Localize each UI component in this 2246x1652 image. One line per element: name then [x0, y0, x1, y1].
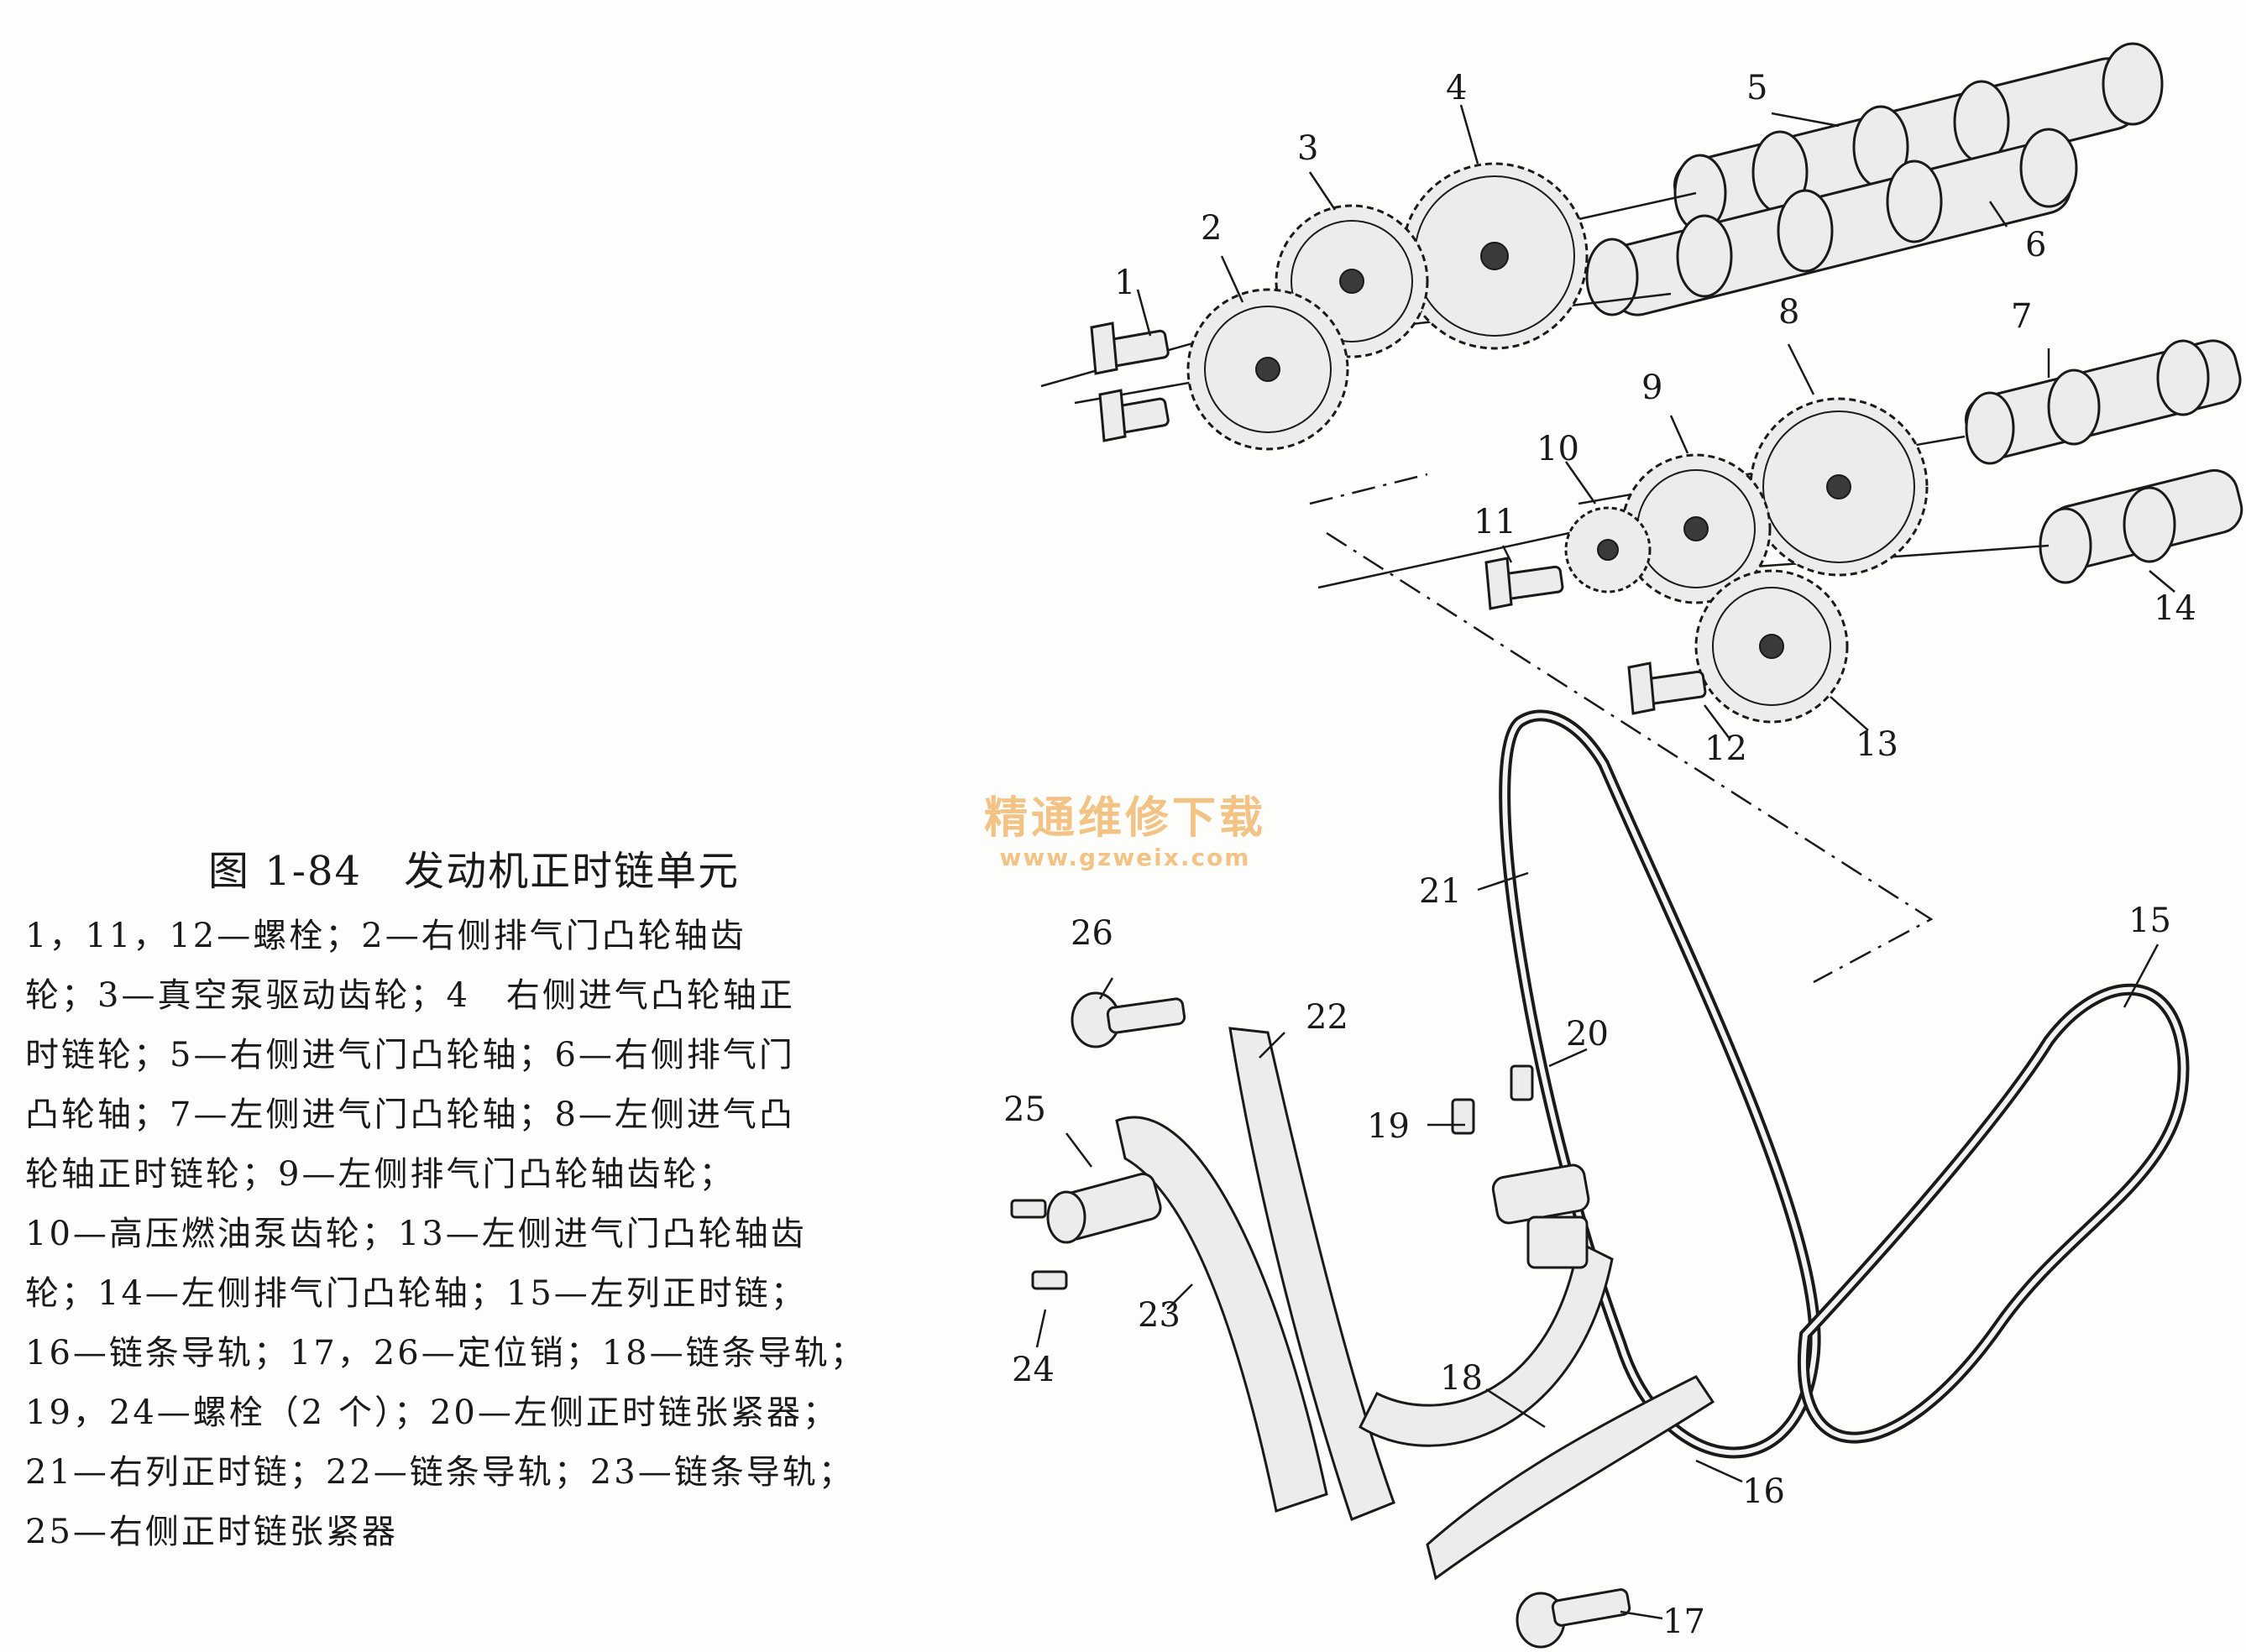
- callout-14: 14: [2154, 589, 2196, 628]
- bolt-11: [1484, 557, 1564, 610]
- callout-3: 3: [1297, 129, 1318, 168]
- camshaft-right-exhaust: [1585, 128, 2078, 316]
- legend-line: 轮；3—真空泵驱动齿轮；4 右侧进气凸轮轴正: [25, 976, 795, 1015]
- callout-18: 18: [1440, 1359, 1483, 1398]
- legend-line: 轮；14—左侧排气门凸轮轴；15—左列正时链；: [25, 1274, 807, 1313]
- section-divider: [1309, 473, 1934, 984]
- callout-24: 24: [1012, 1351, 1055, 1389]
- callout-4: 4: [1446, 69, 1467, 107]
- bolt-19-20: [1451, 1064, 1534, 1135]
- timing-chain-15: [1798, 983, 2190, 1444]
- callout-19: 19: [1367, 1107, 1410, 1146]
- callout-7: 7: [2011, 297, 2032, 336]
- bolt-24: [1010, 1199, 1068, 1290]
- leader-line: [1035, 104, 2175, 1620]
- callout-21: 21: [1419, 872, 1462, 911]
- legend-line: 轮轴正时链轮；9—左侧排气门凸轮轴齿轮；: [25, 1155, 736, 1194]
- callout-20: 20: [1566, 1015, 1609, 1053]
- legend-line: 凸轮轴；7—左侧进气门凸轮轴；8—左侧进气凸: [25, 1095, 795, 1134]
- sprocket-4: [1400, 162, 1589, 350]
- callout-2: 2: [1201, 209, 1222, 248]
- callout-8: 8: [1778, 293, 1799, 332]
- callout-5: 5: [1746, 69, 1767, 107]
- callout-11: 11: [1474, 503, 1516, 541]
- dowel-pin-26: [1071, 991, 1186, 1048]
- chain-guide-23: [1115, 1116, 1328, 1513]
- bolt-1b: [1098, 389, 1170, 442]
- callout-17: 17: [1662, 1602, 1705, 1641]
- callout-6: 6: [2025, 226, 2046, 264]
- camshaft-left-intake: [1965, 339, 2242, 465]
- callout-13: 13: [1856, 725, 1898, 764]
- camshaft-left-exhaust: [2039, 468, 2243, 584]
- legend-line: 10—高压燃油泵齿轮；13—左侧进气门凸轮轴齿: [25, 1215, 807, 1253]
- callout-26: 26: [1071, 914, 1113, 953]
- watermark-text: 精通维修下载: [983, 792, 1266, 844]
- chain-guide-22: [1228, 1027, 1395, 1521]
- chain-guide-16: [1426, 1375, 1715, 1581]
- chain-guide-18: [1359, 1240, 1614, 1447]
- bolt-1: [1090, 322, 1170, 375]
- tensioner-20: [1491, 1163, 1590, 1269]
- figure-title: 图 1-84 发动机正时链单元: [208, 848, 741, 895]
- camshaft-right-intake: [1673, 42, 2164, 233]
- dowel-pin-17: [1516, 1588, 1631, 1649]
- callout-23: 23: [1138, 1296, 1181, 1335]
- bolt-12: [1627, 661, 1707, 715]
- figure-legend: 1，11，12—螺栓；2—右侧排气门凸轮轴齿 轮；3—真空泵驱动齿轮；4 右侧进…: [25, 907, 949, 1562]
- timing-chain-21: [1499, 709, 1821, 1459]
- callout-1: 1: [1114, 264, 1135, 302]
- callout-16: 16: [1742, 1472, 1785, 1511]
- sprocket-8: [1749, 397, 1929, 577]
- callout-10: 10: [1537, 430, 1579, 468]
- callout-12: 12: [1704, 729, 1747, 768]
- legend-line: 时链轮；5—右侧进气门凸轮轴；6—右侧排气门: [25, 1036, 795, 1074]
- legend-line: 16—链条导轨；17，26—定位销；18—链条导轨；: [25, 1334, 866, 1372]
- callout-22: 22: [1306, 998, 1348, 1037]
- sprocket-2: [1186, 288, 1349, 451]
- sprocket-13: [1694, 569, 1849, 724]
- watermark: 精通维修下载 www.gzweix.com: [974, 792, 1276, 872]
- sprocket-10: [1564, 506, 1652, 593]
- tensioner-25: [1046, 1173, 1162, 1244]
- legend-line: 25—右侧正时链张紧器: [25, 1513, 398, 1551]
- legend-line: 21—右列正时链；22—链条导轨；23—链条导轨；: [25, 1453, 855, 1492]
- watermark-url: www.gzweix.com: [999, 844, 1251, 871]
- legend-line: 19，24—螺栓（2 个）；20—左侧正时链张紧器；: [25, 1393, 839, 1432]
- callout-25: 25: [1003, 1090, 1046, 1129]
- callout-15: 15: [2128, 902, 2171, 940]
- callout-9: 9: [1641, 369, 1662, 407]
- legend-line: 1，11，12—螺栓；2—右侧排气门凸轮轴齿: [25, 917, 746, 955]
